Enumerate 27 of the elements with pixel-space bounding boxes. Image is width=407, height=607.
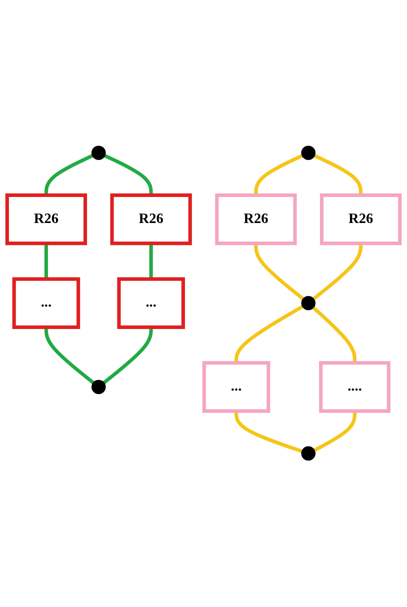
connector [312,306,357,364]
connector [102,328,153,385]
connector [313,411,357,452]
connector [234,411,303,454]
node-circle [92,380,106,394]
connector [44,154,94,196]
connector [254,244,304,301]
node-box: ... [202,361,270,414]
connector [104,154,153,196]
node-box: R26 [110,194,192,246]
connector [44,328,95,385]
connector [312,244,363,301]
node-box: ... [12,278,80,330]
node-box: R26 [5,194,88,246]
node-box: R26 [320,194,402,246]
node-box: .... [319,361,390,414]
connector [149,244,153,280]
connector [44,244,48,280]
connector [314,154,363,196]
connector [254,154,304,196]
node-circle [301,146,316,160]
node-circle [301,296,316,311]
node-box: ... [117,278,185,330]
node-circle [92,146,106,160]
connector [234,305,304,364]
node-box: R26 [215,194,297,246]
node-circle [301,446,316,461]
